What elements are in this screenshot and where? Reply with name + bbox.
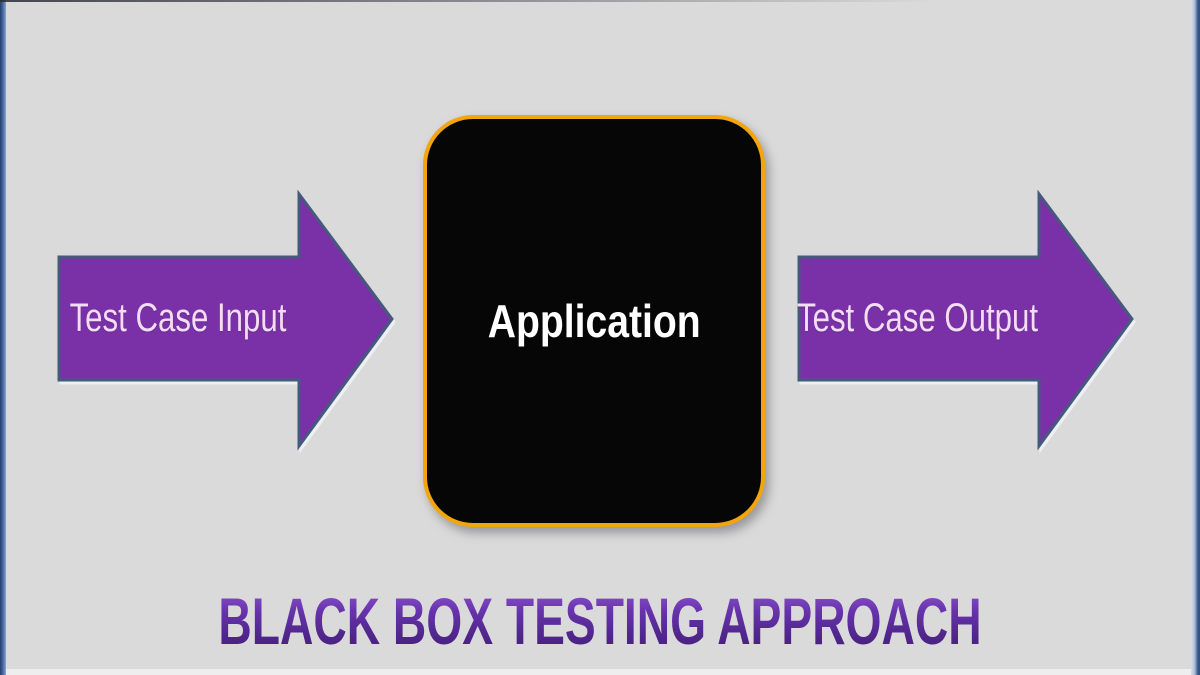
slide-bottom-border bbox=[0, 669, 1200, 675]
input-arrow-label: Test Case Input bbox=[58, 257, 298, 379]
output-arrow-label-text: Test Case Output bbox=[797, 295, 1039, 340]
input-arrow-shape bbox=[57, 190, 394, 450]
slide-top-border bbox=[0, 0, 1200, 2]
application-label: Application bbox=[487, 295, 701, 347]
output-arrow-label: Test Case Output bbox=[797, 257, 1039, 379]
input-arrow-label-text: Test Case Input bbox=[69, 295, 287, 340]
slide-title-group: BLACK BOX TESTING APPROACH BLACK BOX TES… bbox=[0, 588, 1200, 675]
application-box: Application bbox=[423, 115, 765, 527]
output-arrow-shape bbox=[797, 190, 1134, 450]
slide-left-border bbox=[0, 0, 6, 675]
slide-title: BLACK BOX TESTING APPROACH bbox=[180, 588, 1020, 654]
slide-right-border bbox=[1191, 0, 1200, 675]
